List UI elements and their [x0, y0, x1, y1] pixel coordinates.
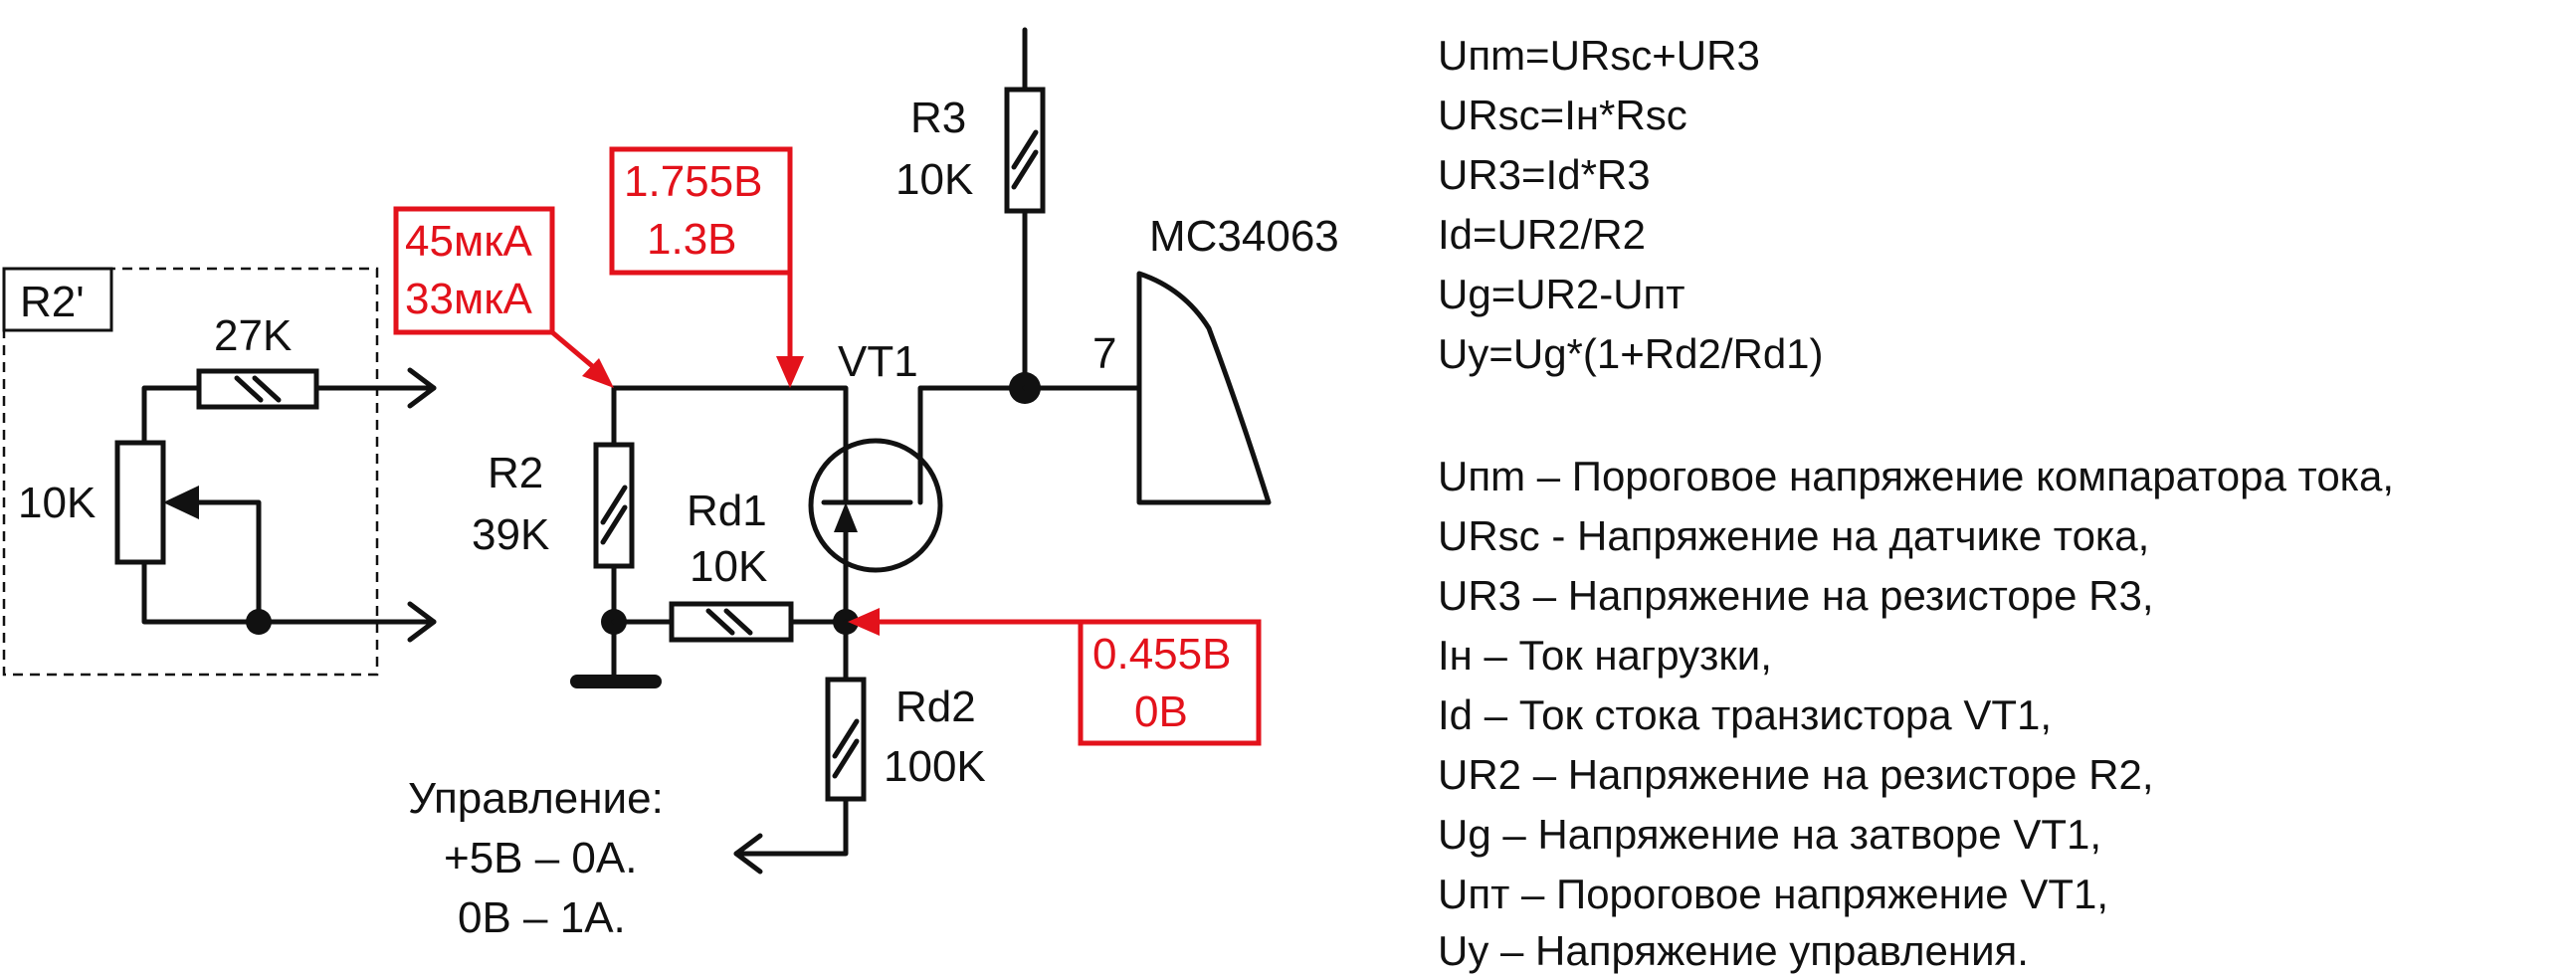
legend-line: Iн – Ток нагрузки,	[1438, 632, 1772, 679]
voltage-src-arrowhead	[848, 608, 880, 636]
wire-pot-top	[141, 385, 202, 446]
vt1-label: VT1	[838, 337, 918, 386]
current-value-2: 33мкА	[405, 275, 532, 323]
legend-block: Uпm – Пороговое напряжение компаратора т…	[1438, 453, 2394, 974]
resistor-rd1-mark	[705, 608, 753, 636]
r2-name: R2	[488, 449, 543, 497]
current-annotation-arrowhead	[582, 358, 614, 388]
equation-line: UR3=Id*R3	[1438, 151, 1651, 198]
pot-wiper-wire	[174, 499, 262, 625]
resistor-r3-mark	[1011, 129, 1039, 190]
potentiometer-10k	[114, 440, 166, 565]
legend-line: UR3 – Напряжение на резисторе R3,	[1438, 572, 2154, 619]
arrow-out-top	[407, 367, 437, 409]
resistor-rd2-mark	[832, 718, 860, 779]
rd1-name: Rd1	[687, 487, 767, 535]
resistor-r3	[1004, 87, 1046, 214]
r3-name: R3	[910, 94, 966, 142]
equations-block: Uпm=URsc+UR3 URsc=Iн*Rsc UR3=Id*R3 Id=UR…	[1438, 32, 1824, 377]
r2prime-label: R2'	[20, 278, 85, 326]
resistor-27k-label: 27K	[214, 311, 292, 360]
resistor-27k	[196, 368, 319, 410]
voltage-src-value-2: 0В	[1134, 687, 1188, 736]
wire-rd2-bottom	[733, 796, 849, 857]
ic-label: MC34063	[1149, 212, 1339, 261]
equation-line: Uпm=URsc+UR3	[1438, 32, 1760, 79]
voltage-top-value-1: 1.755В	[624, 157, 762, 206]
equation-line: Uy=Ug*(1+Rd2/Rd1)	[1438, 330, 1824, 377]
r3-value: 10K	[895, 155, 973, 204]
legend-line: UR2 – Напряжение на резисторе R2,	[1438, 751, 2154, 798]
control-line2: 0В – 1А.	[458, 893, 626, 942]
transistor-vt1-body	[808, 438, 943, 573]
legend-line: Uy – Напряжение управления.	[1438, 927, 2029, 974]
voltage-src-annotation-box	[1078, 619, 1262, 746]
arrow-control	[733, 833, 763, 875]
r2prime-label-box	[2, 267, 113, 332]
legend-line: Uпт – Пороговое напряжение VT1,	[1438, 871, 2108, 917]
ic-outline	[1136, 271, 1272, 505]
legend-line: Ug – Напряжение на затворе VT1,	[1438, 811, 2101, 858]
r2prime-dashed-box	[2, 267, 379, 677]
voltage-src-value-1: 0.455В	[1092, 630, 1231, 679]
equation-line: URsc=Iн*Rsc	[1438, 92, 1687, 138]
pot-wiper-arrow	[163, 486, 199, 519]
current-annotation-box	[393, 206, 555, 335]
voltage-top-arrowhead	[776, 356, 804, 388]
legend-line: Id – Ток стока транзистора VT1,	[1438, 691, 2052, 738]
junction-pot	[246, 609, 272, 635]
voltage-top-annotation-box	[609, 146, 793, 276]
current-value-1: 45мкА	[405, 217, 532, 266]
current-annotation-arrow-line	[550, 330, 599, 372]
wire-top-rail	[611, 385, 849, 431]
resistor-27k-mark	[234, 375, 282, 403]
pot-10k-label: 10K	[18, 479, 96, 527]
control-title: Управление:	[408, 774, 664, 823]
pin-7-label: 7	[1092, 329, 1116, 378]
rd2-name: Rd2	[895, 683, 976, 731]
equation-line: Ug=UR2-Uпт	[1438, 271, 1685, 317]
rd1-value: 10K	[690, 542, 767, 591]
rd2-value: 100K	[884, 742, 986, 791]
arrow-out-bottom	[407, 601, 437, 643]
wire-pot-bottom	[141, 559, 437, 625]
r2-value: 39K	[472, 510, 549, 559]
vt1-drain-lead	[917, 385, 1028, 505]
voltage-top-value-2: 1.3В	[647, 215, 737, 264]
legend-line: URsc - Напряжение на датчике тока,	[1438, 512, 2149, 559]
vt1-source-arrow	[834, 502, 858, 532]
equation-line: Id=UR2/R2	[1438, 211, 1646, 258]
control-line1: +5В – 0А.	[444, 834, 637, 882]
legend-line: Uпm – Пороговое напряжение компаратора т…	[1438, 453, 2394, 499]
resistor-r2-mark	[600, 485, 628, 545]
